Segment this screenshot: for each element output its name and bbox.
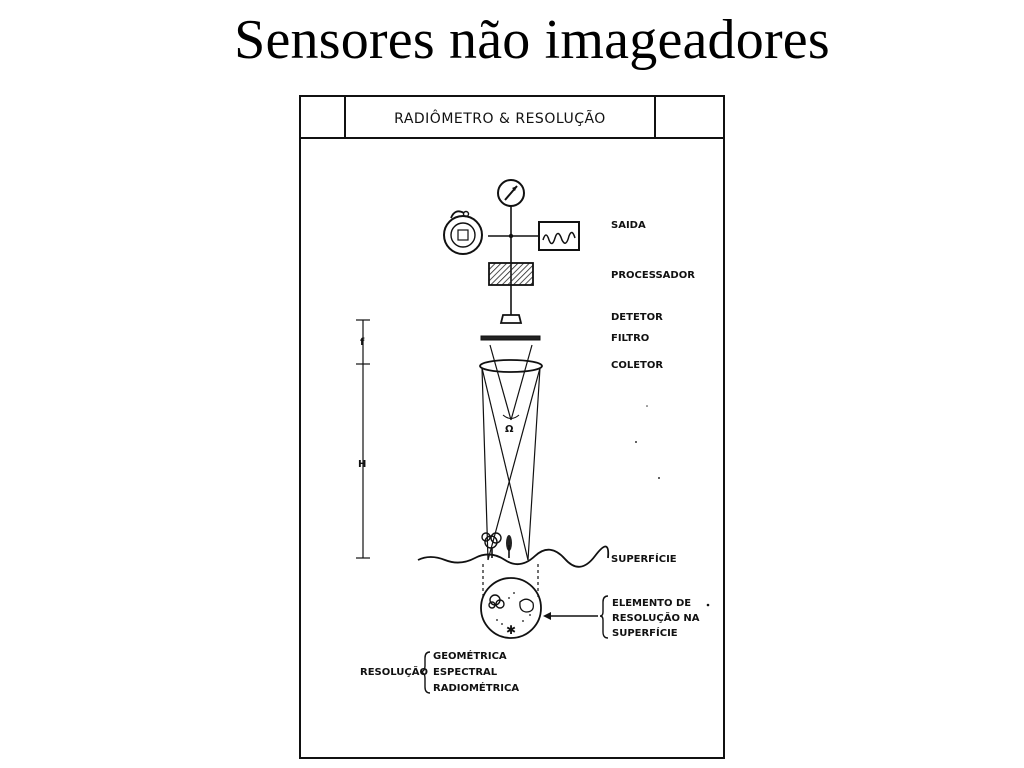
label-saida: SAIDA [611, 220, 646, 231]
detector-shape [499, 314, 523, 324]
label-element-2: RESOLUÇÃO NA [612, 611, 700, 624]
processor-block [488, 262, 534, 286]
label-espectral: ESPECTRAL [433, 667, 498, 678]
figure-header: RADIÔMETRO & RESOLUÇÃO [394, 109, 606, 127]
plant-icon [506, 535, 512, 558]
filter-bar [480, 335, 541, 341]
resolucao-brace [420, 651, 431, 694]
chart-recorder-icon [538, 221, 580, 251]
junction-dot [508, 233, 514, 239]
svg-text:✱: ✱ [506, 623, 516, 637]
label-focal: f [360, 337, 365, 348]
label-resolucao: RESOLUÇÃO [360, 665, 428, 678]
figure-frame [299, 95, 725, 759]
tree-icon [481, 532, 502, 558]
label-processador: PROCESSADOR [611, 270, 695, 281]
label-element-1: ELEMENTO DE [612, 598, 691, 609]
resolution-element: ✱ [480, 577, 542, 639]
field-of-view-rays [481, 344, 541, 561]
angle-arc [502, 414, 520, 419]
element-brace [599, 595, 609, 639]
label-radiometrica: RADIOMÉTRICA [433, 681, 519, 694]
collector-lens [479, 359, 543, 373]
element-arrowhead [543, 612, 551, 620]
label-coletor: COLETOR [611, 360, 663, 371]
meter-dial-icon [497, 179, 525, 207]
surface-line [417, 545, 610, 568]
slide-title: Sensores não imageadores [234, 9, 830, 71]
label-filtro: FILTRO [611, 333, 649, 344]
label-height: H [358, 459, 366, 470]
label-element-3: SUPERFÍCIE [612, 626, 678, 639]
label-omega: Ω [505, 424, 514, 435]
label-superficie: SUPERFÍCIE [611, 552, 677, 565]
dimension-lines [356, 319, 370, 559]
label-detetor: DETETOR [611, 312, 663, 323]
label-geometrica: GEOMÉTRICA [433, 649, 507, 662]
stray-dot [706, 603, 710, 607]
scan-specks [635, 405, 660, 479]
tape-recorder-icon [443, 210, 483, 255]
